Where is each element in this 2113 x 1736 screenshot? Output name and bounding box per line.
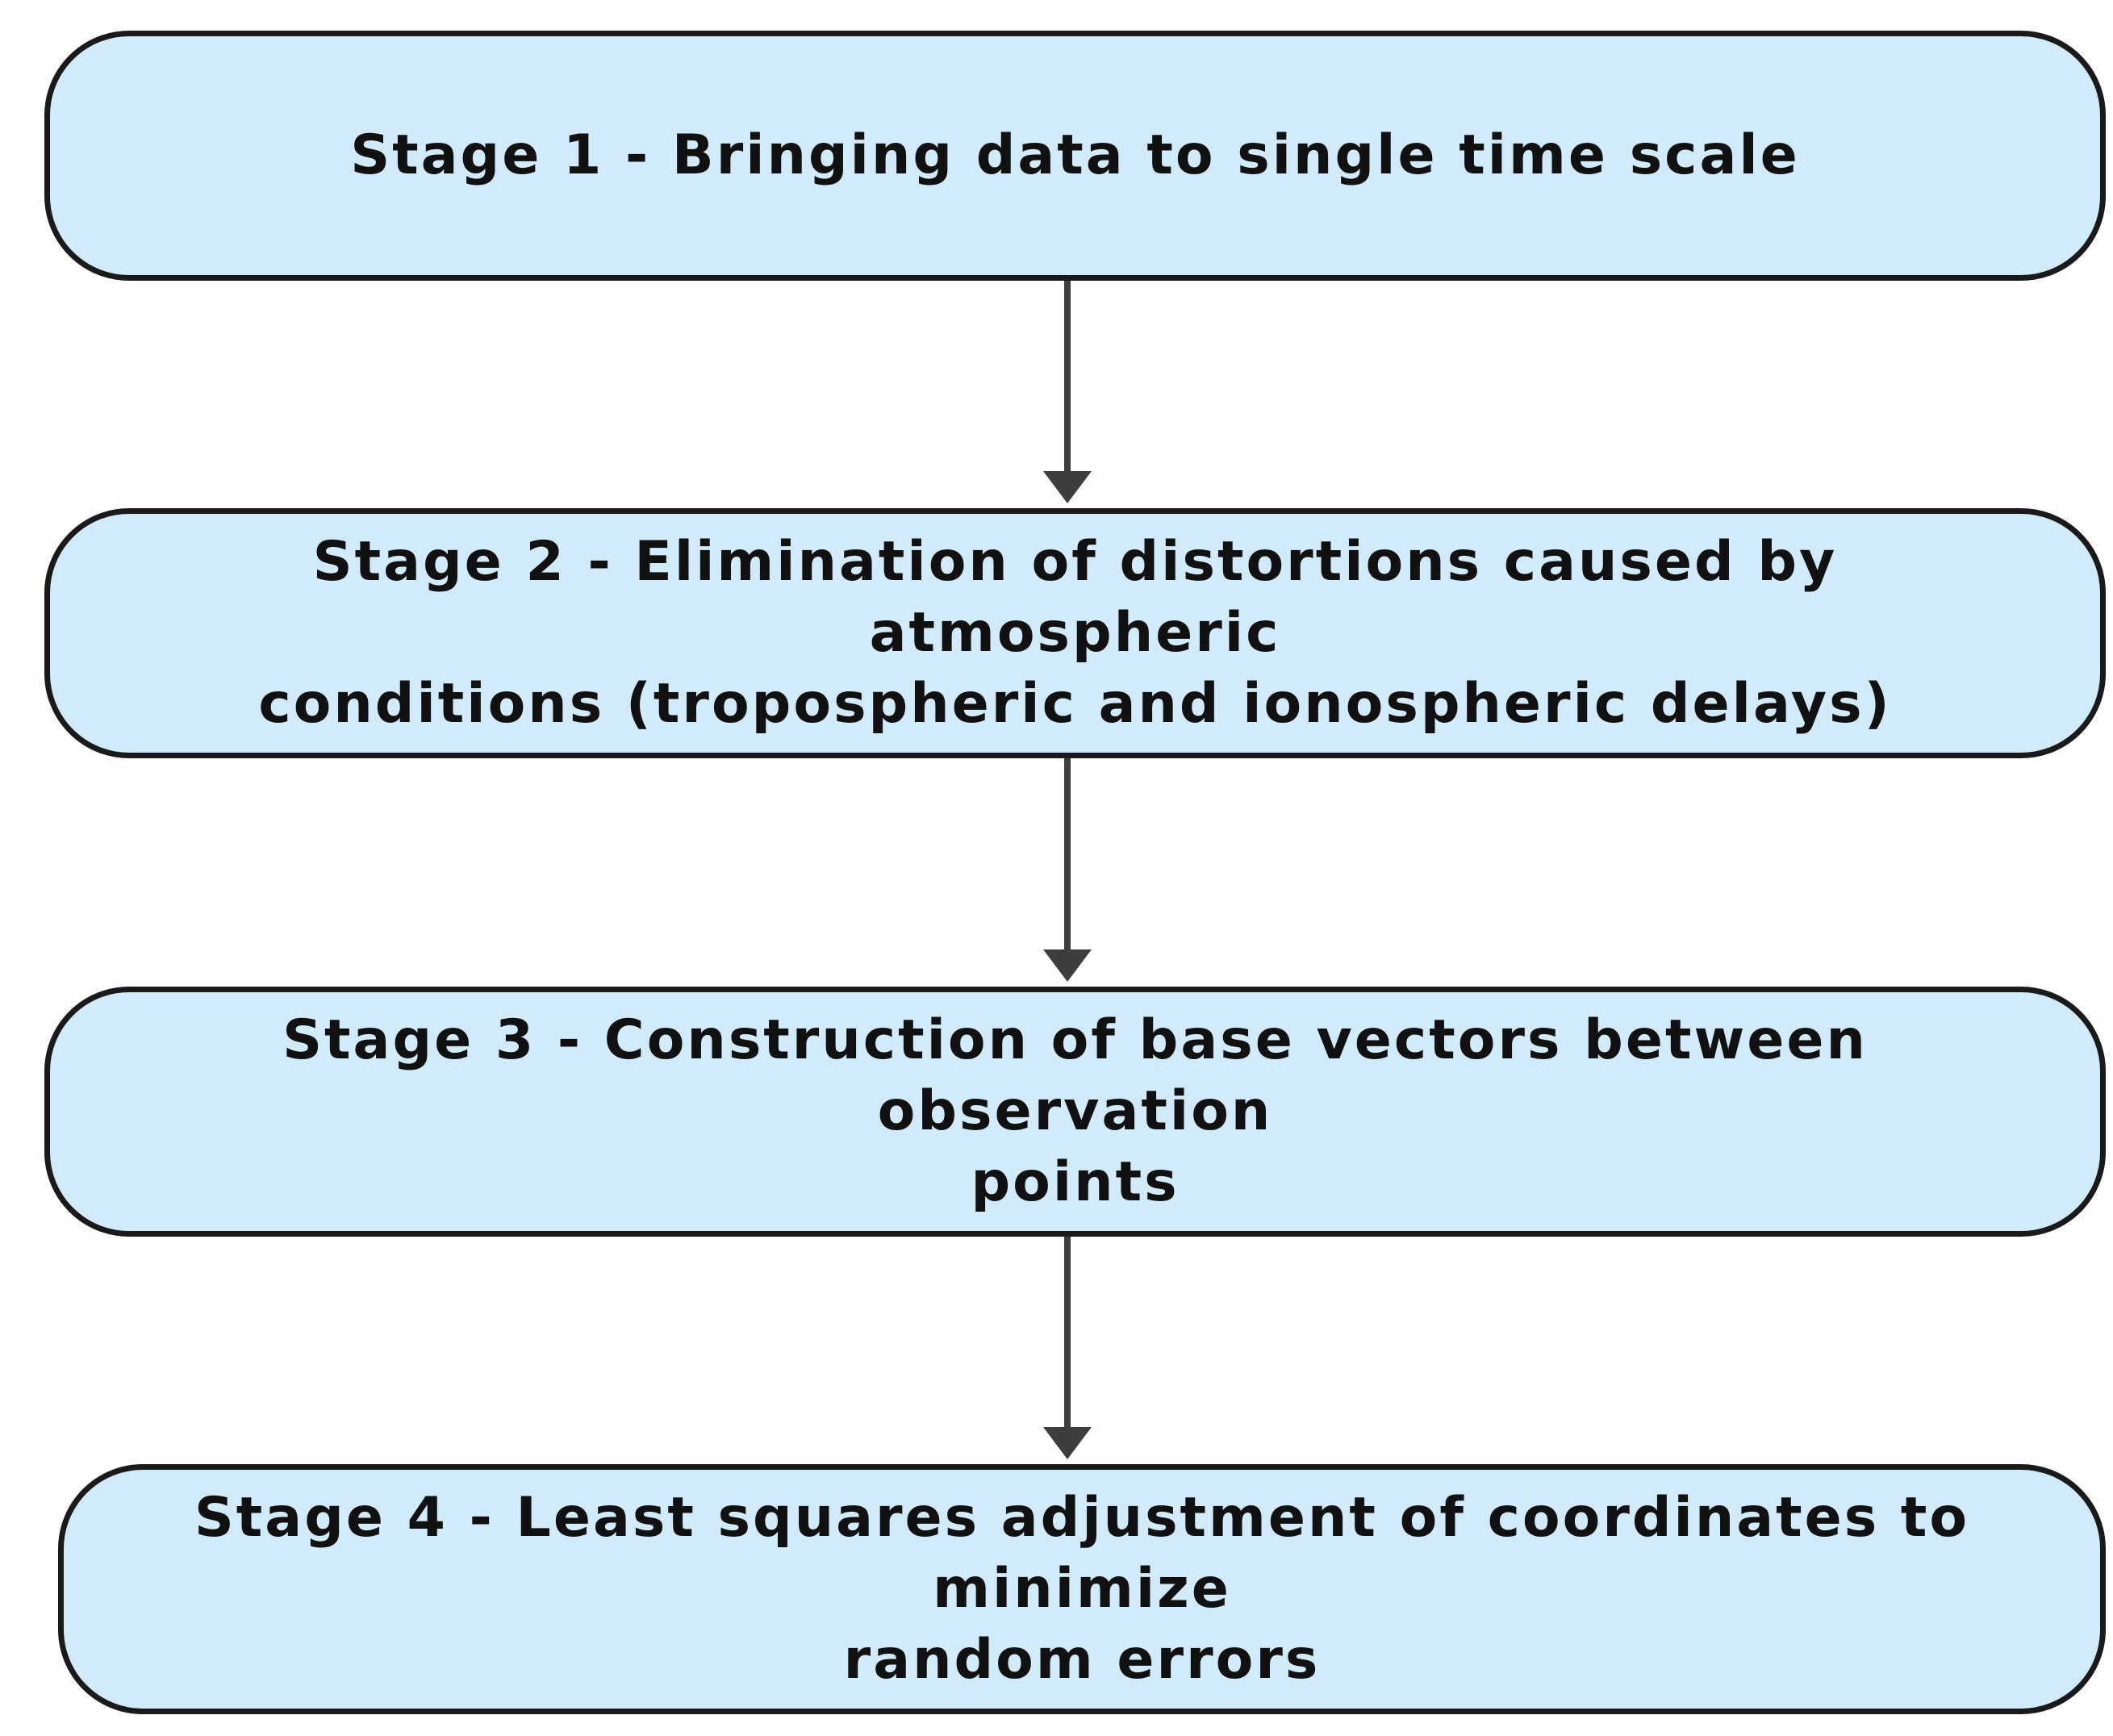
stage-2-box: Stage 2 - Elimination of distortions cau… [44,508,2106,758]
stage-3-label: Stage 3 - Construction of base vectors b… [282,1008,1868,1214]
arrow-head-icon [1043,471,1092,503]
stage-4-box: Stage 4 - Least squares adjustment of co… [58,1464,2106,1714]
stage-4-label: Stage 4 - Least squares adjustment of co… [194,1486,1970,1692]
arrow-shaft [1064,1237,1071,1430]
stage-1-label: Stage 1 - Bringing data to single time s… [350,123,1800,187]
arrow-head-icon [1043,949,1092,982]
arrow-stage-3-to-4 [1043,1237,1092,1459]
stage-1-box: Stage 1 - Bringing data to single time s… [44,31,2106,281]
arrow-shaft [1064,281,1071,474]
arrow-head-icon [1043,1427,1092,1459]
arrow-shaft [1064,758,1071,953]
arrow-stage-1-to-2 [1043,281,1092,503]
stage-3-box: Stage 3 - Construction of base vectors b… [44,987,2106,1237]
stage-2-label: Stage 2 - Elimination of distortions cau… [258,530,1892,736]
arrow-stage-2-to-3 [1043,758,1092,982]
